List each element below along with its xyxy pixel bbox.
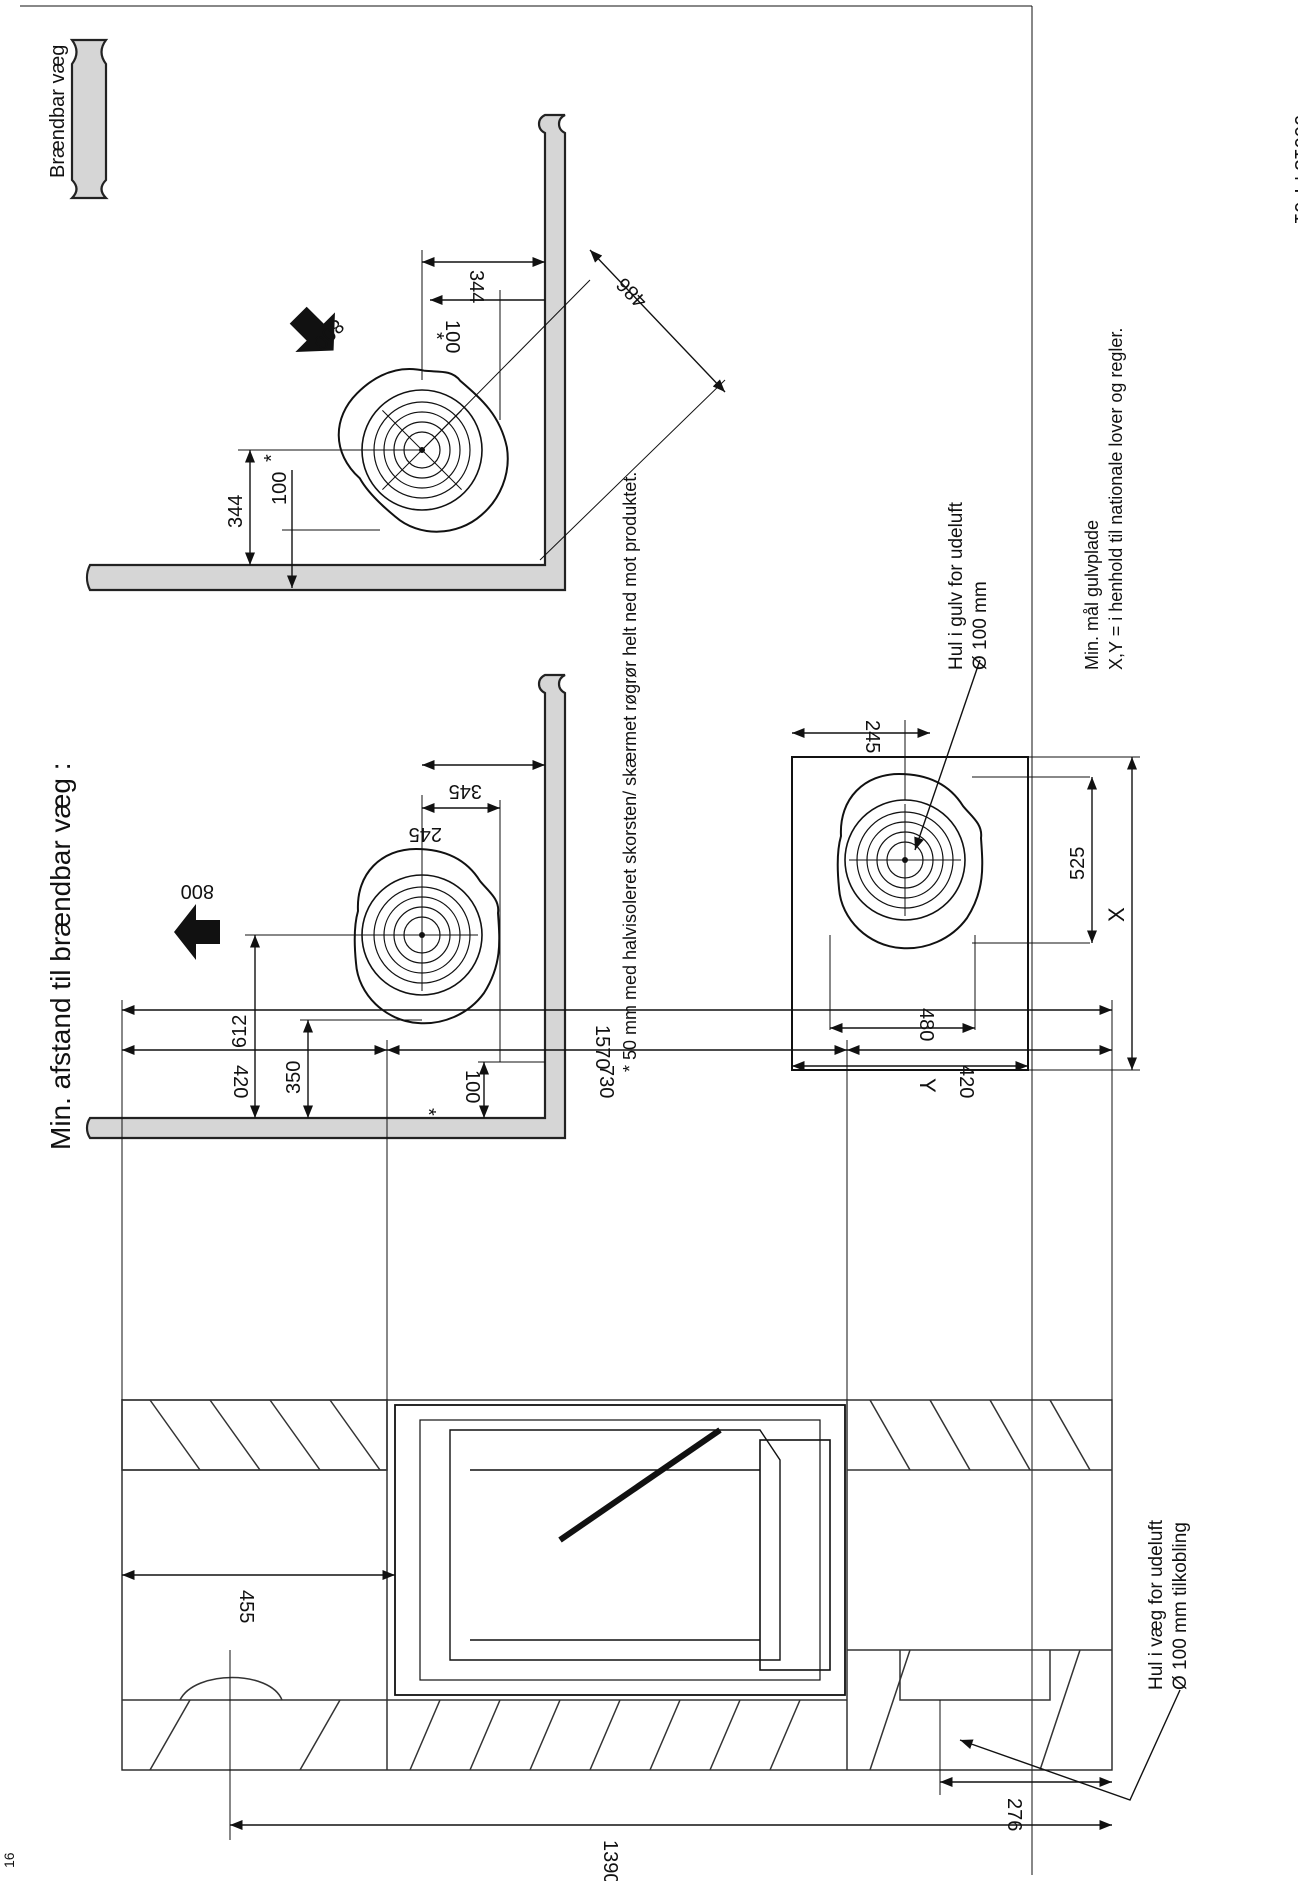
clearance-heading: Min. afstand til brændbar væg : (45, 762, 76, 1150)
dim-245: 245 (409, 823, 442, 845)
floor-hole-label-2: Ø 100 mm (970, 581, 991, 670)
dim-344-left: 344 (225, 495, 247, 528)
dim-1570: 1570 (591, 1025, 613, 1070)
dim-X: X (1104, 907, 1129, 922)
drawing-id: 900134-P01 (1290, 115, 1298, 224)
floor-hole-label-1: Hul i gulv for udeluft (946, 501, 967, 670)
legend-wall-swatch (69, 38, 109, 200)
corner-clearance-view: 800 344 100 * 100 * 344 486 (85, 113, 726, 592)
side-section-view (121, 1000, 1181, 1840)
dim-Y: Y (915, 1078, 940, 1093)
dim-612: 612 (229, 1015, 251, 1048)
legend-label: Brændbar væg (47, 45, 69, 178)
direction-arrow-icon (174, 904, 220, 960)
dim-455: 455 (235, 1590, 257, 1623)
page-number: 16 (1, 1852, 17, 1868)
floorplate-view: 525 X 480 Y 245 (791, 659, 1140, 1093)
dim-100-left: 100 (269, 472, 291, 505)
dim-730: 730 (595, 1065, 617, 1098)
dim-345: 345 (449, 780, 482, 802)
frame (20, 5, 1033, 1875)
dim-100-top: 100 (441, 320, 463, 353)
direction-arrow-icon (289, 306, 335, 352)
dim-420-right: 420 (955, 1065, 977, 1098)
straight-clearance-view: 800 612 350 100 * 245 345 (85, 673, 567, 1140)
straight-arrow-label: 800 (181, 880, 214, 902)
dim-1390: 1390 (599, 1840, 621, 1881)
dim-480: 480 (915, 1008, 937, 1041)
floorplate-note-1: Min. mål gulvplade (1082, 520, 1102, 670)
dim-344-top: 344 (465, 270, 487, 303)
dim-420-left: 420 (229, 1065, 251, 1098)
dim-100: 100 (461, 1070, 483, 1103)
star-mark: * (417, 1108, 439, 1116)
wall-hole-label-1: Hul i væg for udeluft (1146, 1519, 1167, 1690)
dim-525: 525 (1067, 847, 1089, 880)
dim-245: 245 (861, 720, 883, 753)
floorplate-note-2: X,Y = i henhold til nationale lover og r… (1106, 328, 1126, 670)
star-mark-left: * (261, 454, 283, 462)
dim-276: 276 (1003, 1798, 1025, 1831)
star-mark-top: * (425, 332, 447, 340)
dim-350: 350 (283, 1061, 305, 1094)
chimney-note: * 50 mm med halvisoleret skorsten/ skærm… (620, 472, 640, 1072)
wall-hole-label-2: Ø 100 mm tilkobling (1170, 1522, 1191, 1690)
